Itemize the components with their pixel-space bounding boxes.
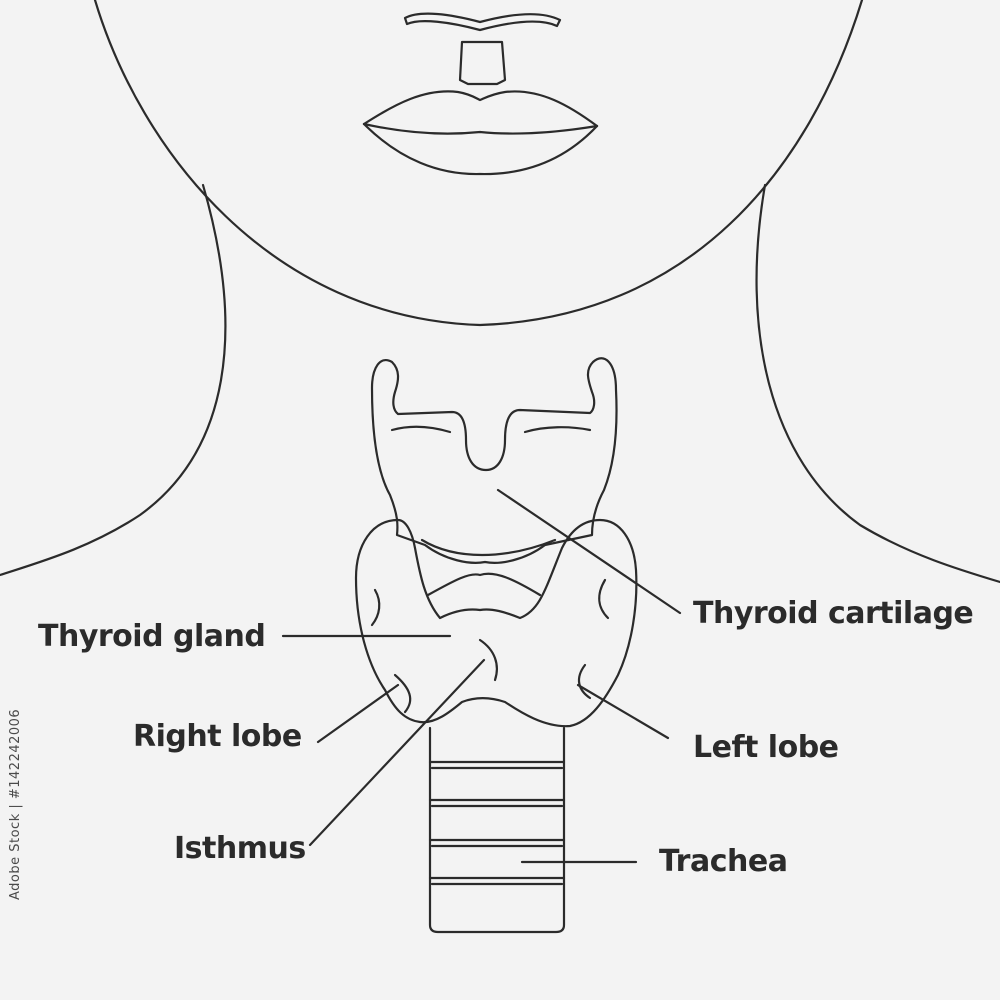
cricoid-arch xyxy=(426,572,542,597)
inner-arch xyxy=(420,538,557,557)
chin-outline xyxy=(93,0,864,327)
gland-texture-5 xyxy=(478,638,498,682)
trachea-ring-1 xyxy=(428,760,566,770)
nostril-line xyxy=(403,12,562,32)
cartilage-ridge-left xyxy=(390,425,452,434)
label-isthmus: Isthmus xyxy=(174,831,306,866)
leader-isthmus xyxy=(308,658,486,847)
thyroid-gland-outline xyxy=(354,518,638,728)
label-left-lobe: Left lobe xyxy=(693,730,839,765)
trachea-ring-2 xyxy=(428,798,566,808)
label-thyroid-cartilage: Thyroid cartilage xyxy=(693,596,974,631)
leader-right-lobe xyxy=(316,683,400,744)
trachea-body xyxy=(428,726,566,934)
label-thyroid-gland: Thyroid gland xyxy=(38,619,266,654)
label-trachea: Trachea xyxy=(659,844,788,879)
trachea-ring-4 xyxy=(428,876,566,886)
label-right-lobe: Right lobe xyxy=(133,719,302,754)
gland-texture-3 xyxy=(598,578,610,620)
lower-lip xyxy=(362,122,599,176)
gland-texture-4 xyxy=(577,663,592,700)
thyroid-cartilage-shape xyxy=(370,357,618,564)
upper-lip xyxy=(362,90,599,128)
nose-tip xyxy=(458,40,507,86)
gland-texture-1 xyxy=(370,588,381,627)
gland-texture-2 xyxy=(393,673,412,714)
trachea-ring-3 xyxy=(428,838,566,848)
cartilage-ridge-right xyxy=(523,426,592,434)
lip-line xyxy=(362,122,599,135)
leader-thyroid-cartilage xyxy=(496,488,682,615)
neck-right-outline xyxy=(755,183,1000,584)
neck-left-outline xyxy=(0,183,227,577)
leader-left-lobe xyxy=(576,683,670,740)
stock-id-text: Adobe Stock | #142242006 xyxy=(8,708,23,900)
